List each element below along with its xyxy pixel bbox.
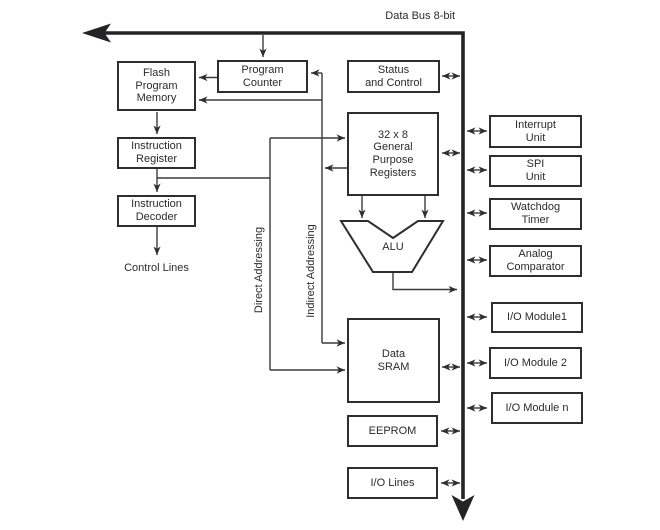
flash-program-memory-box: Flash Program Memory — [117, 61, 196, 111]
io-module-2-box: I/O Module 2 — [489, 347, 582, 379]
spi-unit-box: SPI Unit — [489, 155, 582, 187]
io-module-1-box: I/O Module1 — [491, 302, 583, 333]
data-bus-line — [103, 31, 465, 499]
watchdog-timer-box: Watchdog Timer — [489, 198, 582, 230]
analog-comparator-box: Analog Comparator — [489, 245, 582, 277]
data-bus-left-arrowhead — [82, 23, 111, 43]
instruction-decoder-box: Instruction Decoder — [117, 195, 196, 227]
alu-shape — [339, 220, 445, 273]
status-and-control-box: Status and Control — [347, 60, 440, 93]
io-module-n-box: I/O Module n — [491, 392, 583, 424]
data-bus-bottom-arrowhead — [451, 495, 475, 521]
alu-label: ALU — [382, 241, 404, 253]
direct-addressing-label: Direct Addressing — [253, 226, 265, 314]
data-bus-label: Data Bus 8-bit — [385, 10, 455, 22]
general-purpose-registers-box: 32 x 8 General Purpose Registers — [347, 112, 439, 196]
indirect-addressing-label: Indirect Addressing — [305, 224, 317, 318]
connector-alu-to-bus — [392, 272, 457, 294]
control-lines-label: Control Lines — [124, 262, 189, 274]
eeprom-box: EEPROM — [347, 415, 438, 447]
interrupt-unit-box: Interrupt Unit — [489, 115, 582, 148]
instruction-register-box: Instruction Register — [117, 137, 196, 169]
program-counter-box: Program Counter — [217, 60, 308, 93]
data-sram-box: Data SRAM — [347, 318, 440, 403]
io-lines-box: I/O Lines — [347, 467, 438, 499]
